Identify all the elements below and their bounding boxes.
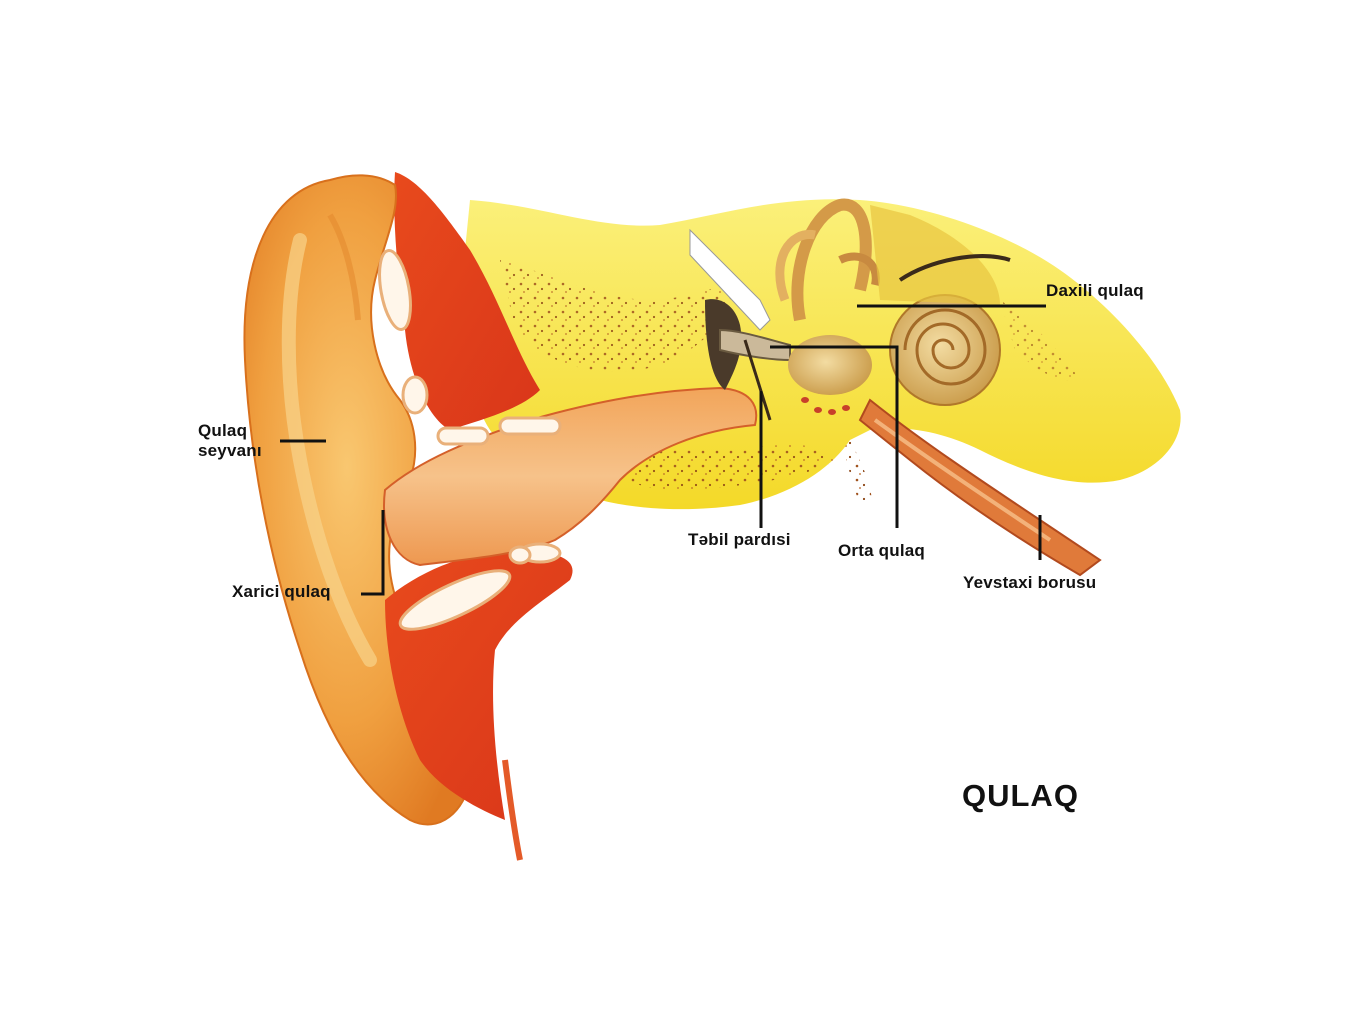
label-inner-ear: Daxili qulaq	[1046, 281, 1144, 300]
middle-ear-structures	[689, 228, 872, 421]
label-auricle-line2: seyvanı	[198, 441, 262, 460]
inner-ear-structures	[775, 198, 1011, 406]
label-eustachian-tube: Yevstaxi borusu	[963, 573, 1097, 592]
label-outer-ear: Xarici qulaq	[232, 582, 331, 601]
diagram-title: QULAQ	[962, 778, 1079, 813]
cartilage-segments	[378, 249, 562, 631]
upper-tissue	[394, 172, 540, 430]
label-eardrum: Təbil pardısi	[688, 530, 791, 549]
label-auricle-line1: Qulaq	[198, 421, 248, 440]
label-leader-lines	[280, 304, 1046, 596]
label-middle-ear: Orta qulaq	[838, 541, 926, 560]
